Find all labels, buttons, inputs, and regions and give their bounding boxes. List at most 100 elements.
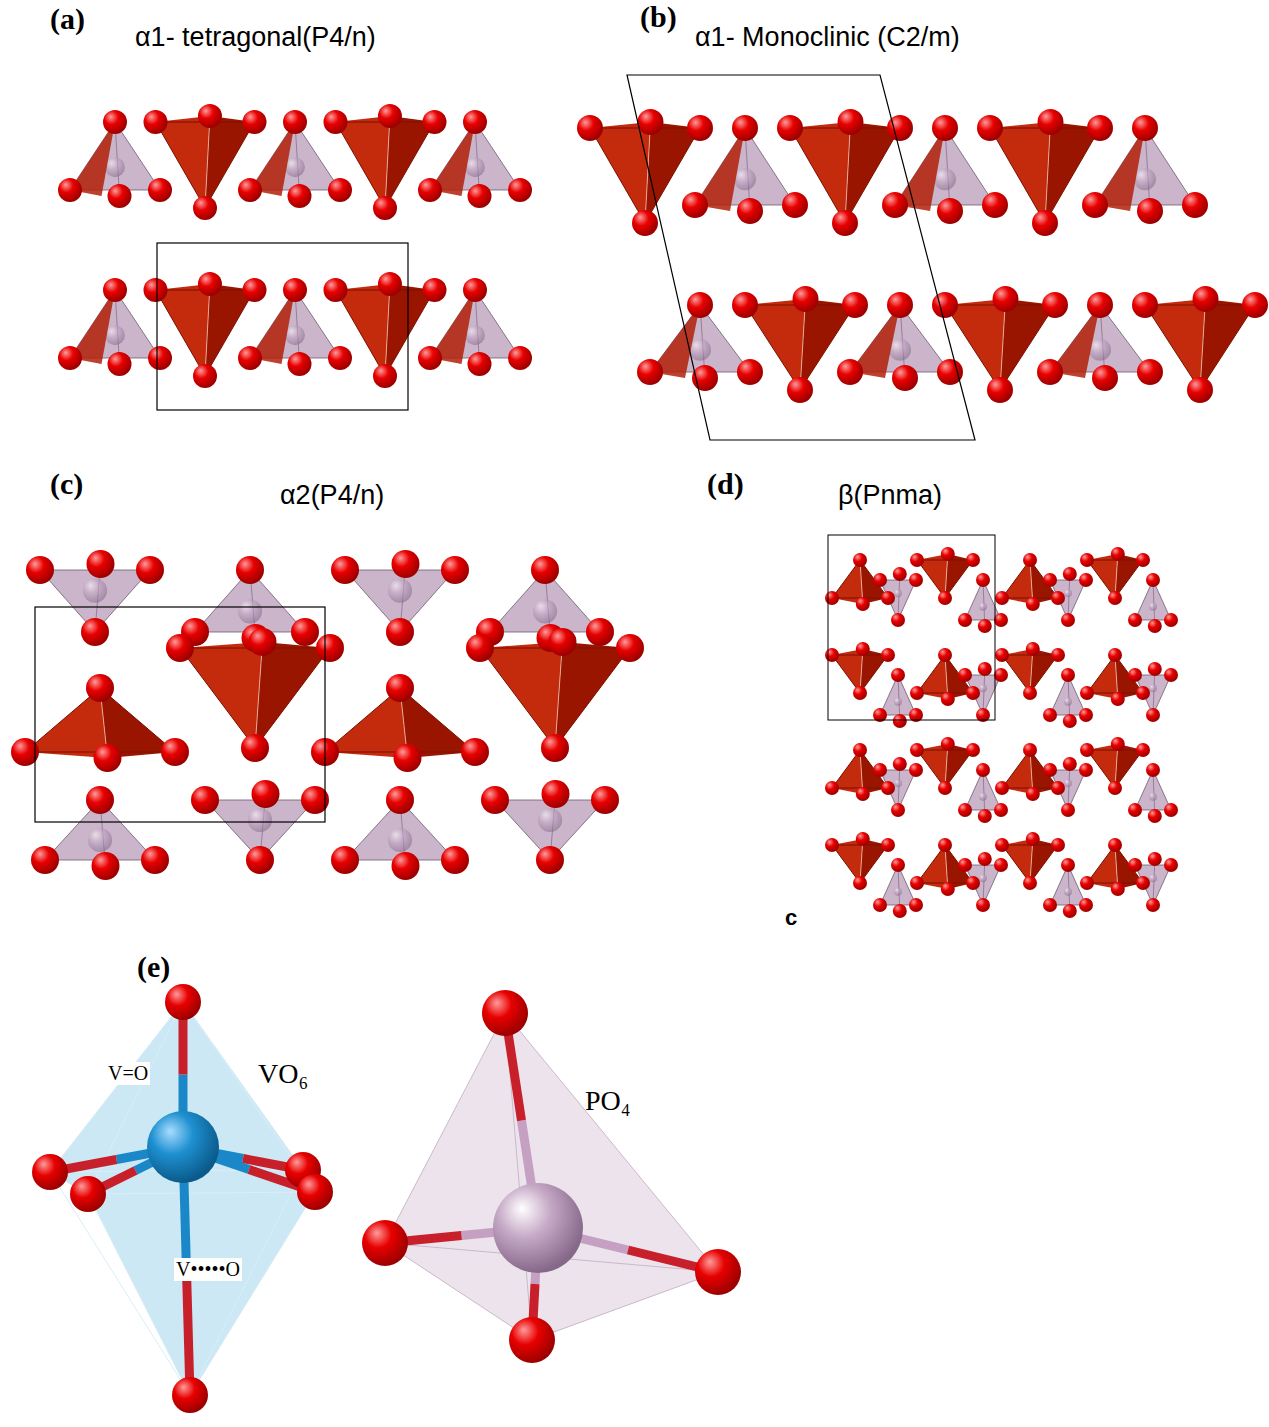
oxygen-atom (331, 556, 359, 584)
oxygen-atom (236, 556, 264, 584)
oxygen-atom (373, 364, 397, 388)
oxygen-atom (856, 597, 870, 611)
oxygen-atom (994, 668, 1008, 682)
oxygen-atom (1080, 686, 1094, 700)
oxygen-atom (482, 990, 528, 1036)
oxygen-atom (1051, 838, 1065, 852)
vanadium-atom (147, 1111, 219, 1183)
oxygen-atom (172, 1377, 208, 1413)
panel-title: β(Pnma) (838, 480, 942, 511)
oxygen-atom (1063, 904, 1077, 918)
oxygen-atom (891, 613, 905, 627)
oxygen-atom (938, 591, 952, 605)
oxygen-atom (1063, 567, 1077, 581)
oxygen-atom (1136, 553, 1150, 567)
oxygen-atom (1051, 648, 1065, 662)
oxygen-atom (161, 738, 189, 766)
oxygen-atom (825, 648, 839, 662)
phosphorus-atom (1064, 779, 1072, 787)
panel-a-structure (58, 104, 532, 410)
oxygen-atom (638, 109, 664, 135)
oxygen-atom (386, 786, 414, 814)
oxygen-atom (1108, 838, 1122, 852)
oxygen-atom (873, 573, 887, 587)
oxygen-atom (978, 662, 992, 676)
oxygen-atom (1063, 714, 1077, 728)
phosphorus-atom (894, 698, 902, 706)
oxygen-atom (238, 346, 262, 370)
panel-letter: (e) (137, 950, 170, 985)
oxygen-atom (386, 618, 414, 646)
oxygen-atom (938, 648, 952, 662)
oxygen-atom (198, 104, 222, 128)
oxygen-atom (1242, 292, 1268, 318)
oxygen-atom (1108, 648, 1122, 662)
oxygen-atom (103, 278, 127, 302)
oxygen-atom (31, 846, 59, 874)
oxygen-atom (586, 618, 614, 646)
oxygen-atom (1026, 597, 1040, 611)
phosphorus-atom (894, 779, 902, 787)
oxygen-atom (198, 272, 222, 296)
oxygen-atom (1164, 668, 1178, 682)
oxygen-atom (418, 178, 442, 202)
oxygen-atom (994, 613, 1008, 627)
oxygen-atom (1079, 708, 1093, 722)
oxygen-atom (910, 876, 924, 890)
vo-polyhedron-edge (180, 648, 330, 748)
oxygen-atom (316, 634, 344, 662)
oxygen-atom (837, 359, 863, 385)
oxygen-atom (832, 210, 858, 236)
oxygen-atom (1132, 115, 1158, 141)
oxygen-atom (328, 346, 352, 370)
vo-polyhedron-edge (845, 122, 851, 223)
octahedron-edge (50, 1172, 190, 1395)
oxygen-atom (995, 781, 1009, 795)
oxygen-atom (246, 846, 274, 874)
oxygen-atom (291, 618, 319, 646)
oxygen-atom (1026, 642, 1040, 656)
oxygen-atom (148, 346, 172, 370)
oxygen-atom (1137, 359, 1163, 385)
oxygen-atom (958, 803, 972, 817)
oxygen-atom (938, 838, 952, 852)
octahedron-edge (88, 1192, 315, 1194)
oxygen-atom (976, 763, 990, 777)
oxygen-atom (881, 591, 895, 605)
oxygen-atom (958, 668, 972, 682)
oxygen-atom (842, 292, 868, 318)
phosphorus-atom (88, 828, 112, 852)
oxygen-atom (1061, 613, 1075, 627)
oxygen-atom (941, 882, 955, 896)
oxygen-atom (1128, 858, 1142, 872)
oxygen-atom (577, 115, 603, 141)
oxygen-atom (1061, 858, 1075, 872)
panel-letter: (d) (707, 467, 744, 502)
oxygen-atom (87, 550, 115, 578)
vo-polyhedron-edge (255, 642, 263, 748)
oxygen-atom (1063, 757, 1077, 771)
oxygen-atom (441, 556, 469, 584)
phosphorus-atom (979, 793, 987, 801)
oxygen-atom (1148, 852, 1162, 866)
oxygen-atom (297, 1174, 333, 1210)
oxygen-atom (1080, 876, 1094, 890)
oxygen-atom (1043, 898, 1057, 912)
oxygen-atom (1026, 787, 1040, 801)
oxygen-atom (882, 192, 908, 218)
oxygen-atom (891, 668, 905, 682)
oxygen-atom (463, 278, 487, 302)
oxygen-atom (394, 744, 422, 772)
oxygen-atom (386, 674, 414, 702)
vo-polyhedron-edge (205, 116, 210, 208)
phosphorus-atom (1149, 793, 1157, 801)
oxygen-atom (461, 738, 489, 766)
bond-label: V=O (106, 1062, 150, 1085)
oxygen-atom (1132, 292, 1158, 318)
octahedron-edge (190, 1192, 315, 1395)
oxygen-atom (1128, 803, 1142, 817)
oxygen-atom (166, 634, 194, 662)
oxygen-atom (324, 278, 348, 302)
oxygen-atom (853, 876, 867, 890)
oxygen-atom (243, 278, 267, 302)
